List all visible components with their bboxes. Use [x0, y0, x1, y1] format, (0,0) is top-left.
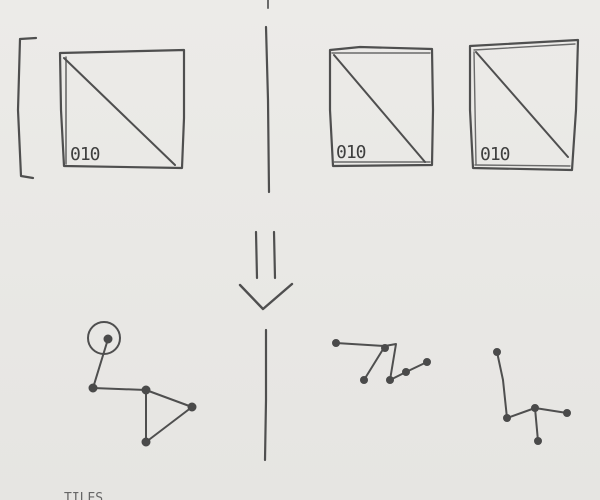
graph-right	[493, 348, 571, 445]
tile-middle-diagonal	[333, 54, 426, 163]
graph-middle-node-d	[386, 376, 394, 384]
bottom-caption: TILES	[64, 491, 103, 500]
graph-right-node-top	[493, 348, 501, 356]
graph-left-node-c	[141, 437, 151, 447]
tile-left-diagonal	[63, 57, 176, 166]
tile-middle-label: 010	[336, 142, 366, 163]
center-divider-top	[264, 25, 271, 194]
graph-middle-node-e	[402, 368, 410, 376]
graph-left-node-root	[103, 334, 113, 344]
graph-middle	[332, 339, 431, 384]
graph-right-edges	[496, 351, 568, 442]
graph-middle-node-f	[423, 358, 431, 366]
graph-left-node-d	[187, 402, 197, 412]
center-divider-bottom	[263, 328, 268, 462]
tile-middle: 010	[328, 45, 435, 168]
graph-left-edges	[92, 338, 193, 443]
graph-middle-node-a	[332, 339, 340, 347]
tile-right-label: 010	[480, 144, 510, 165]
graph-right-node-bottom	[534, 437, 542, 445]
arrow-head	[238, 282, 294, 311]
tile-right: 010	[468, 38, 580, 172]
graph-right-node-right	[563, 409, 571, 417]
graph-middle-node-b	[381, 344, 389, 352]
tile-left: 010	[58, 48, 186, 170]
graph-left	[87, 321, 197, 447]
down-arrow	[238, 230, 294, 311]
arrow-shaft-right	[272, 230, 277, 280]
graph-left-node-a	[88, 383, 98, 393]
tile-left-frame	[58, 48, 186, 170]
graph-right-node-hub	[531, 404, 539, 412]
tile-left-label: 010	[70, 144, 100, 165]
tile-right-frame-double	[473, 43, 576, 167]
left-bracket	[16, 36, 38, 180]
tile-middle-frame-double	[331, 52, 431, 163]
graph-left-node-b	[141, 385, 151, 395]
tile-right-diagonal	[475, 51, 569, 158]
graph-middle-node-c	[360, 376, 368, 384]
graph-right-node-corner	[503, 414, 511, 422]
tile-middle-frame	[328, 45, 435, 168]
arrow-shaft-left	[254, 230, 259, 280]
tile-right-frame	[468, 38, 580, 172]
